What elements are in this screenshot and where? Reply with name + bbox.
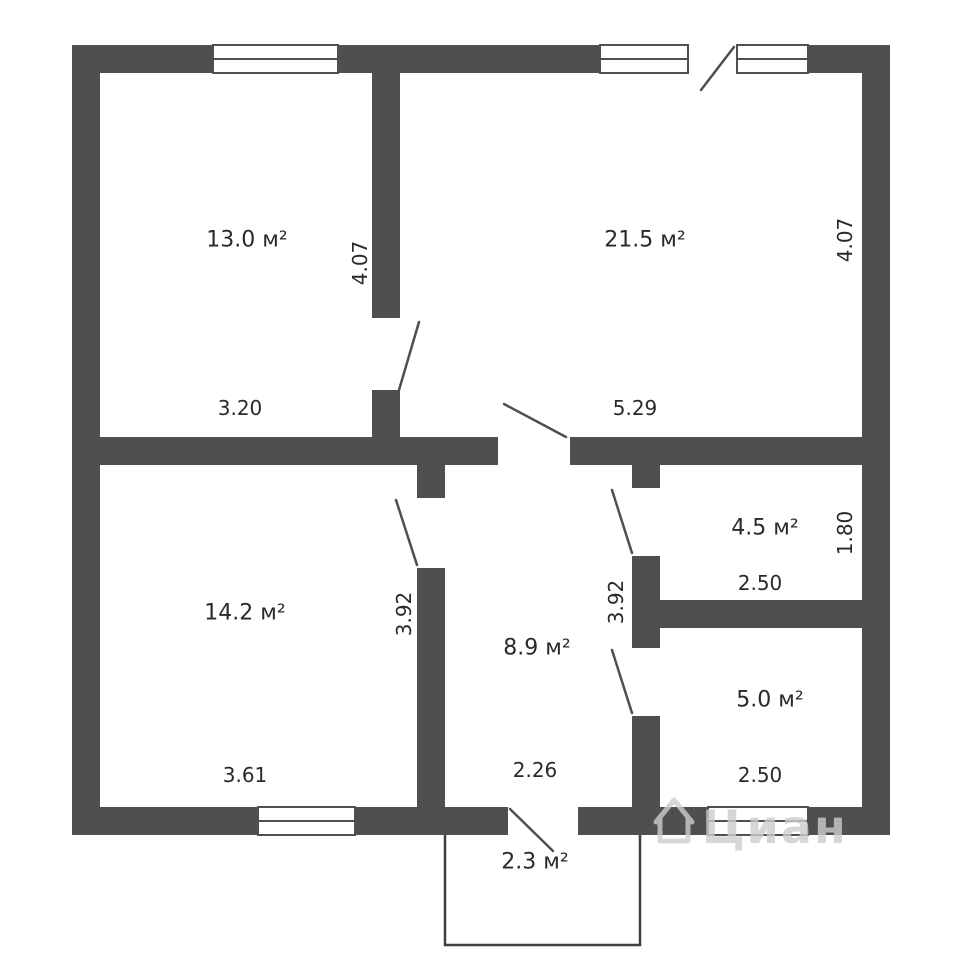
room21-area-label: 21.5 м² (604, 228, 685, 253)
wall-bottom-seg1 (72, 807, 258, 835)
door-leaf-room14-hall (394, 498, 419, 567)
wall-v3-lower (632, 716, 660, 807)
dimension-labels: 3.20 5.29 3.61 2.26 2.50 2.50 4.07 4.07 … (218, 218, 857, 787)
wall-left (72, 45, 100, 835)
wall-v2-upper (417, 465, 445, 498)
wall-right (862, 45, 890, 835)
dim-room14-width: 3.61 (223, 763, 268, 787)
dim-room13-height: 4.07 (348, 241, 372, 286)
hall-area-label: 8.9 м² (503, 636, 570, 661)
wall-v1-lower (372, 390, 400, 437)
interior-walls (100, 73, 862, 807)
dim-hall-height: 3.92 (604, 580, 628, 625)
windows (212, 44, 809, 836)
porch-outline (443, 835, 642, 947)
door-leaf-hall-room4 (610, 488, 634, 555)
window-icon (599, 44, 689, 74)
wall-top-seg2 (338, 45, 600, 73)
window-icon (707, 806, 809, 836)
wall-h2 (660, 600, 862, 628)
wall-h1-right (570, 437, 862, 465)
window-icon (212, 44, 339, 74)
room-labels: 13.0 м² 21.5 м² 14.2 м² 8.9 м² 4.5 м² 5.… (204, 228, 803, 875)
house-icon (653, 797, 695, 844)
wall-v3-upper (632, 465, 660, 488)
wall-v2-lower (417, 568, 445, 807)
watermark-label: Циан (702, 800, 848, 854)
door-leaf-hall-porch (508, 807, 555, 853)
dim-room21-height: 4.07 (833, 218, 857, 263)
dim-hall-width: 2.26 (513, 758, 558, 782)
room13-area-label: 13.0 м² (206, 228, 287, 253)
room4-area-label: 4.5 м² (731, 516, 798, 541)
doors (394, 45, 736, 853)
outer-walls (72, 45, 890, 835)
dim-room4-width: 2.50 (738, 571, 783, 595)
dim-room13-width: 3.20 (218, 396, 263, 420)
room14-area-label: 14.2 м² (204, 601, 285, 626)
door-leaf-room13-room21 (397, 320, 421, 392)
window-icon (736, 44, 809, 74)
watermark: Циан (653, 797, 848, 854)
door-leaf-room21-hall (502, 402, 568, 439)
door-leaf-entrance-top (699, 45, 736, 92)
wall-h1-left (100, 437, 498, 465)
wall-v1-upper (372, 73, 400, 318)
door-leaf-hall-room5 (610, 648, 634, 715)
dim-room5-width: 2.50 (738, 763, 783, 787)
wall-bottom-seg2 (355, 807, 508, 835)
dim-room4-height: 1.80 (833, 511, 857, 556)
window-icon (257, 806, 356, 836)
dim-room21-width: 5.29 (613, 396, 658, 420)
wall-v3-middle (632, 556, 660, 648)
porch-area-label: 2.3 м² (501, 850, 568, 875)
dim-room14-height: 3.92 (392, 592, 416, 637)
room5-area-label: 5.0 м² (736, 688, 803, 713)
